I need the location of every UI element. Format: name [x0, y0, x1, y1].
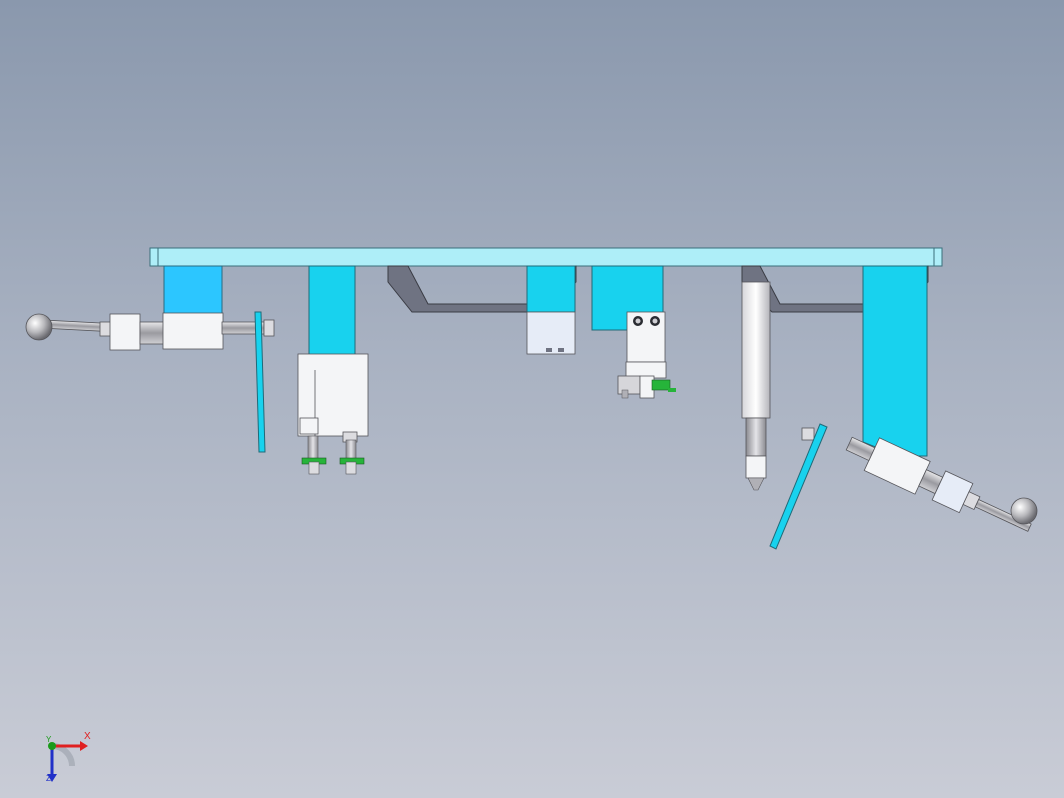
axis-arrows [47, 741, 88, 782]
left-toggle-clamp[interactable] [25, 312, 275, 351]
axis-x-label: X [84, 731, 91, 742]
right-clamp-knob[interactable] [1010, 497, 1038, 525]
right-clamp-arm[interactable] [769, 423, 828, 550]
coordinate-triad: X Y Z [36, 730, 106, 790]
left-clamp-arm[interactable] [254, 311, 266, 453]
proximity-sensor[interactable] [617, 361, 676, 399]
axis-y-label: Y [46, 735, 52, 744]
left-clamp-riser[interactable] [163, 265, 223, 317]
right-toggle-clamp[interactable] [842, 427, 1038, 544]
right-clamp-pivot [801, 427, 815, 441]
right-clamp-riser[interactable] [862, 265, 928, 457]
push-rod-cylinder[interactable] [741, 281, 771, 491]
mid-support-block[interactable] [526, 265, 576, 355]
top-mounting-plate[interactable] [149, 247, 943, 267]
sensor-riser[interactable] [591, 265, 666, 363]
axis-z-label: Z [46, 774, 51, 783]
cylinder-block-a[interactable] [297, 265, 369, 475]
